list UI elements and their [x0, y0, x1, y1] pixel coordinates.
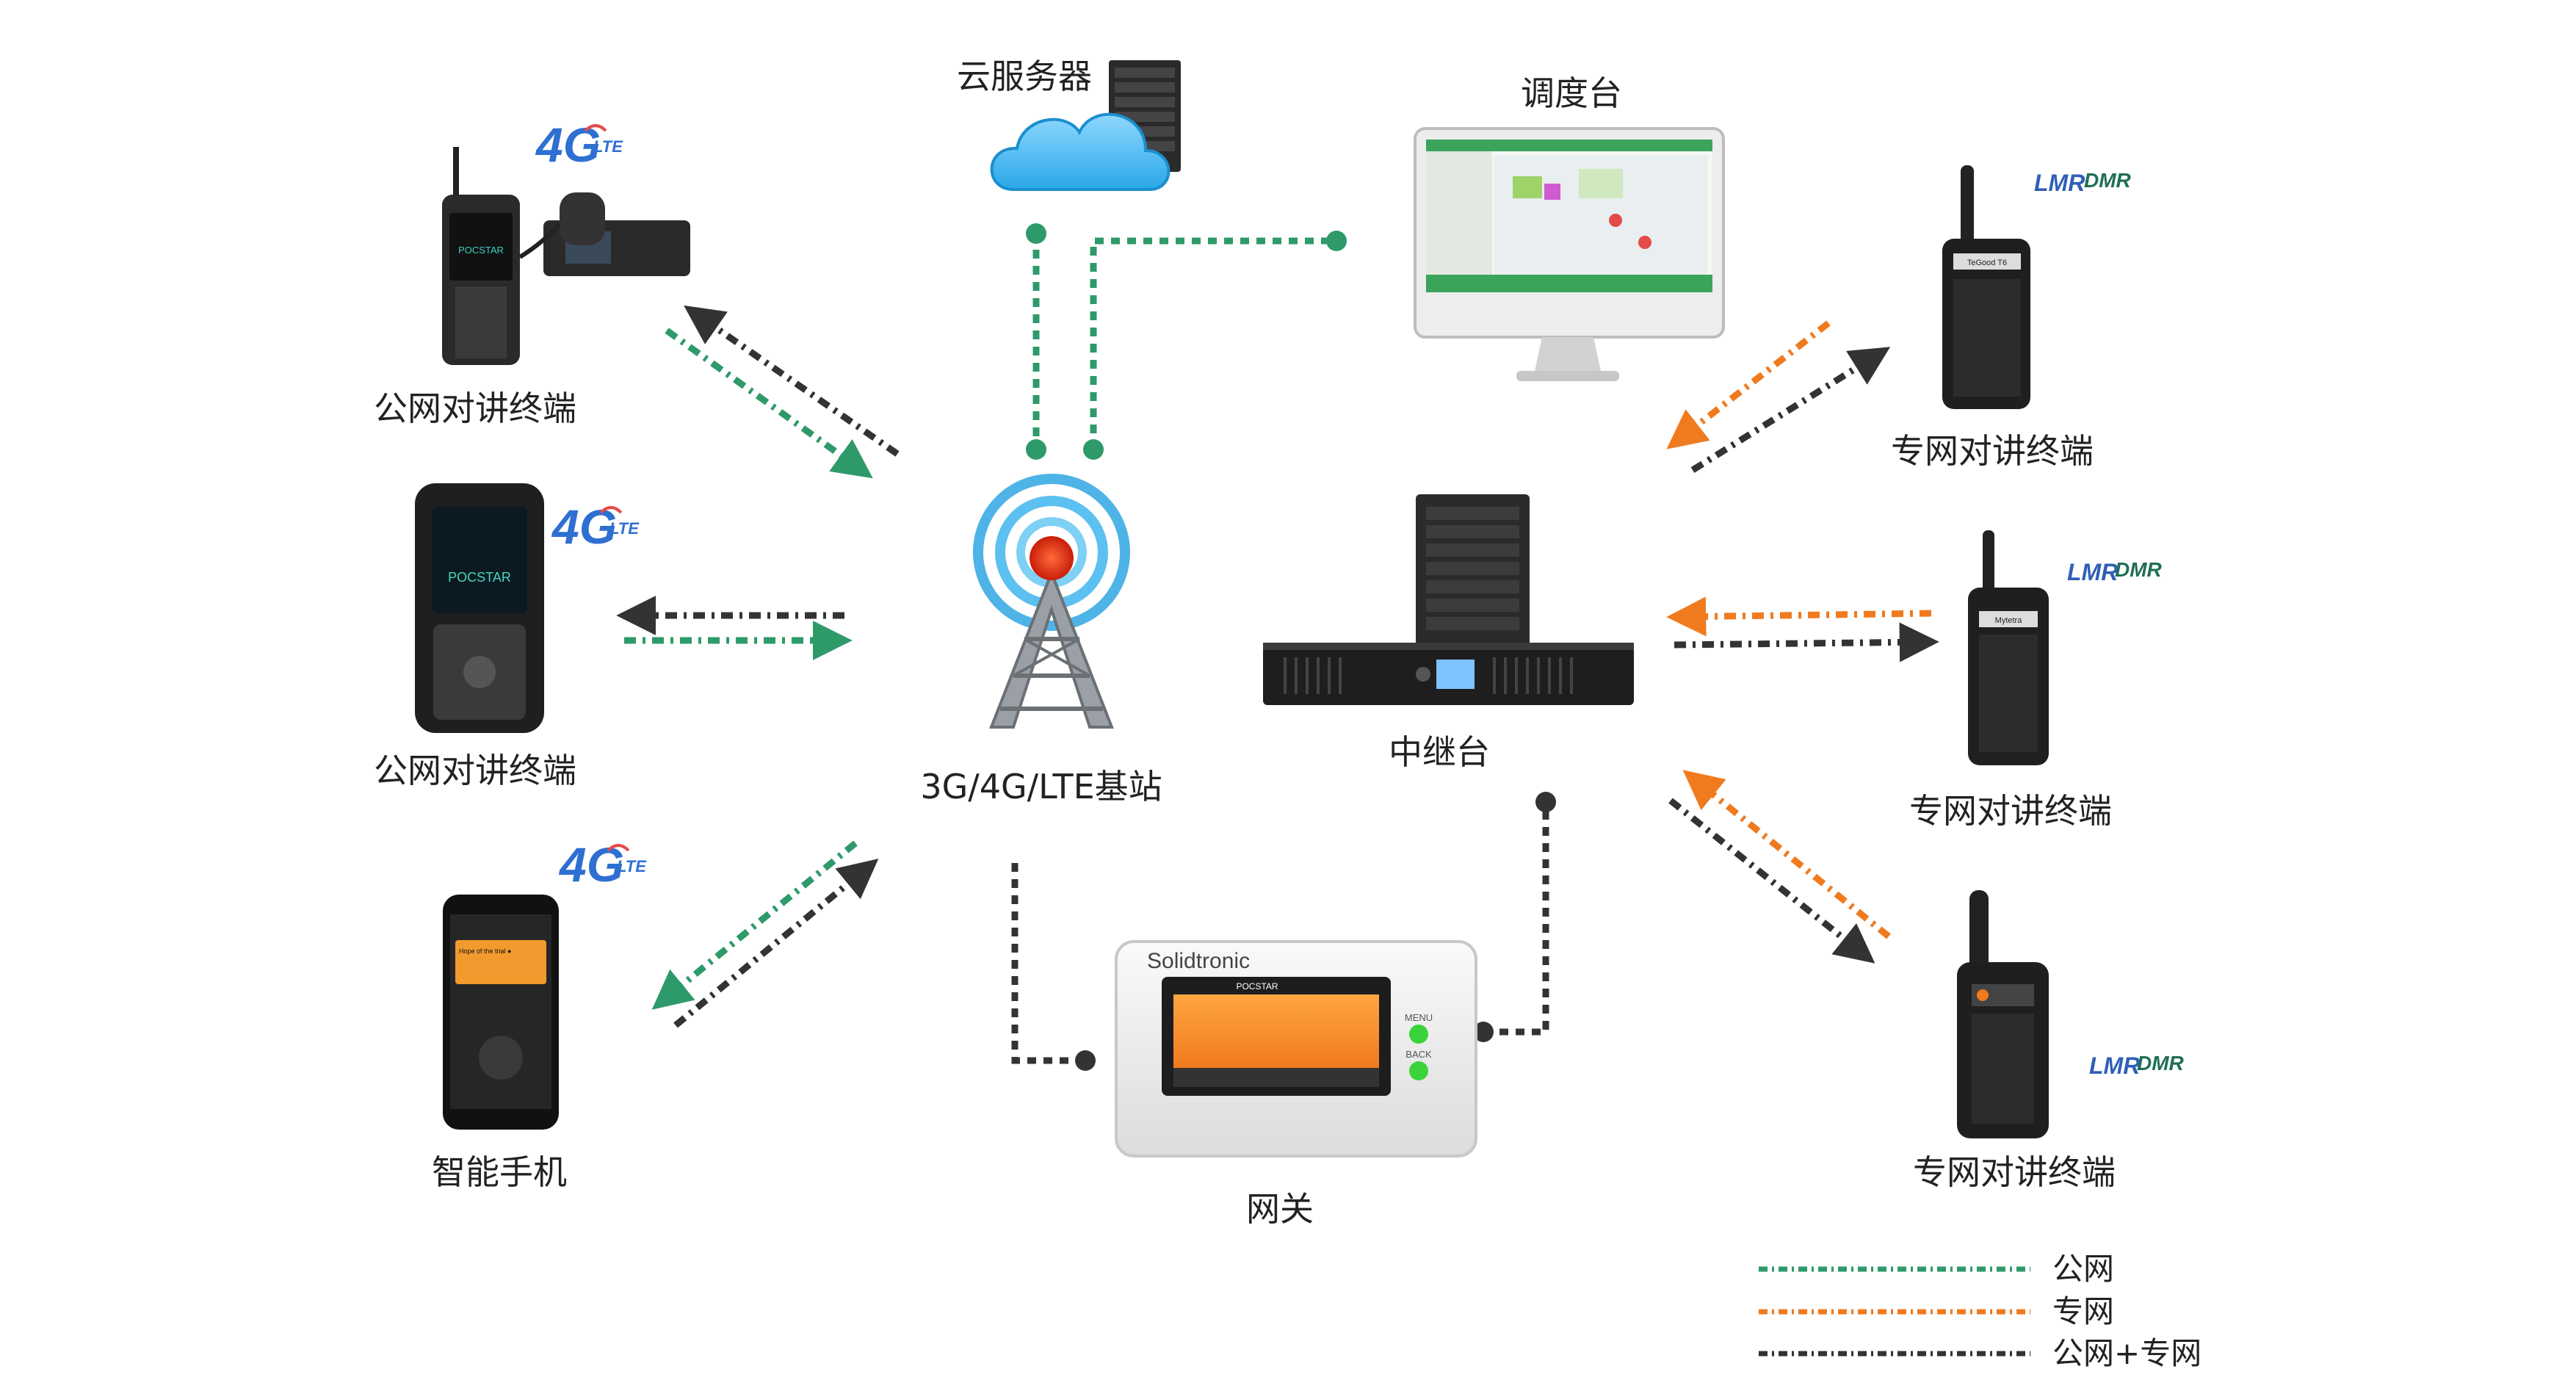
- base-station-label: 3G/4G/LTE基站: [920, 767, 1162, 806]
- private-terminal-1-label: 专网对讲终端: [1891, 431, 2094, 471]
- 4g-lte-badge: 4G LTE: [535, 118, 623, 172]
- rugged-screen-brand: POCSTAR: [448, 570, 511, 585]
- svg-text:LTE: LTE: [617, 857, 647, 875]
- cloud-server-label: 云服务器: [957, 57, 1092, 96]
- svg-text:DMR: DMR: [2084, 169, 2132, 192]
- gateway-back-label: BACK: [1405, 1049, 1432, 1060]
- link-base-gateway: [1011, 863, 1096, 1071]
- gateway-node[interactable]: POCSTAR MENU BACK Solidtronic 网关: [1115, 940, 1477, 1229]
- svg-text:LTE: LTE: [593, 137, 623, 156]
- smartphone-label: 智能手机: [432, 1152, 567, 1192]
- public-terminal-2-node[interactable]: POCSTAR 4G LTE 公网对讲终端: [374, 483, 640, 790]
- dmr-radio-icon: [1957, 890, 2049, 1138]
- legend-label-mixed: 公网+专网: [2052, 1335, 2201, 1371]
- connections: [616, 223, 1939, 1071]
- gateway-screen-title: POCSTAR: [1236, 981, 1278, 992]
- public-terminal-1-label: 公网对讲终端: [374, 389, 576, 428]
- lmr-dmr-badge: LMR DMR: [2089, 1052, 2185, 1079]
- legend-label-private: 专网: [2052, 1293, 2114, 1329]
- dmr-device-brand: TeGood T6: [1967, 259, 2007, 267]
- cloud-server-node[interactable]: 云服务器: [957, 57, 1181, 191]
- dispatch-console-node[interactable]: 调度台: [1414, 73, 1725, 381]
- private-terminal-2-node[interactable]: Mytetra LMR DMR 专网对讲终端: [1909, 530, 2163, 831]
- svg-text:LMR: LMR: [2034, 170, 2085, 196]
- svg-text:LTE: LTE: [609, 519, 640, 538]
- svg-text:LMR: LMR: [2067, 559, 2118, 585]
- link-gateway-repeater: [1473, 792, 1556, 1042]
- link-private-terminal-3: [1668, 770, 1891, 964]
- legend-label-public: 公网: [2052, 1251, 2114, 1287]
- smartphone-icon: Hope of the trial ●: [443, 895, 559, 1130]
- base-station-node[interactable]: 3G/4G/LTE基站: [920, 474, 1162, 806]
- dmr-device-brand: Mytetra: [1995, 616, 2023, 625]
- link-private-terminal-2: [1666, 596, 1939, 662]
- private-terminal-3-label: 专网对讲终端: [1913, 1152, 2116, 1192]
- private-terminal-1-node[interactable]: TeGood T6 LMR DMR 专网对讲终端: [1891, 165, 2132, 471]
- 4g-lte-badge: 4G LTE: [551, 499, 640, 554]
- cloud-icon: [990, 112, 1171, 191]
- poc-radio-icon: POCSTAR: [442, 147, 520, 365]
- gateway-label: 网关: [1246, 1189, 1314, 1229]
- link-smartphone: [651, 840, 879, 1028]
- link-public-terminal-1: [665, 305, 900, 479]
- legend: 公网 专网 公网+专网: [1759, 1251, 2201, 1371]
- lmr-dmr-badge: LMR DMR: [2034, 169, 2132, 196]
- svg-text:LMR: LMR: [2089, 1052, 2140, 1079]
- mobile-radio-icon: [518, 192, 690, 276]
- dmr-radio-icon: Mytetra: [1968, 530, 2049, 765]
- public-terminal-1-node[interactable]: POCSTAR 4G LTE 公网对讲终端: [374, 118, 690, 428]
- link-cloud-base: [1026, 223, 1046, 460]
- repeater-server-icon: [1263, 494, 1634, 705]
- svg-text:DMR: DMR: [2115, 558, 2163, 581]
- link-dispatch-base: [1083, 231, 1347, 460]
- dmr-radio-icon: TeGood T6: [1942, 165, 2030, 409]
- gateway-menu-label: MENU: [1405, 1012, 1433, 1023]
- dispatch-label: 调度台: [1521, 73, 1622, 113]
- legend-item-private: 专网: [1759, 1293, 2114, 1329]
- gateway-device-icon: POCSTAR MENU BACK: [1115, 940, 1477, 1158]
- monitor-icon: [1414, 127, 1725, 381]
- link-private-terminal-1: [1666, 320, 1891, 473]
- gateway-brand-logo: Solidtronic: [1147, 949, 1250, 973]
- server-rack-icon: [1109, 60, 1181, 172]
- legend-item-mixed: 公网+专网: [1759, 1335, 2201, 1371]
- repeater-label: 中继台: [1389, 732, 1490, 772]
- public-terminal-2-label: 公网对讲终端: [374, 751, 576, 790]
- poc-screen-brand: POCSTAR: [458, 245, 504, 256]
- svg-text:DMR: DMR: [2137, 1052, 2185, 1075]
- 4g-lte-badge: 4G LTE: [558, 837, 647, 892]
- smartphone-node[interactable]: Hope of the trial ● 4G LTE 智能手机: [432, 837, 647, 1192]
- legend-item-public: 公网: [1759, 1251, 2114, 1287]
- repeater-node[interactable]: 中继台: [1263, 494, 1634, 772]
- private-terminal-3-node[interactable]: LMR DMR 专网对讲终端: [1913, 890, 2185, 1192]
- link-public-terminal-2: [616, 596, 853, 660]
- smartphone-app-text: Hope of the trial ●: [459, 947, 511, 955]
- private-terminal-2-label: 专网对讲终端: [1909, 791, 2112, 831]
- lmr-dmr-badge: LMR DMR: [2067, 558, 2163, 585]
- signal-tower-icon: [973, 474, 1130, 729]
- rugged-poc-phone-icon: POCSTAR: [415, 483, 544, 733]
